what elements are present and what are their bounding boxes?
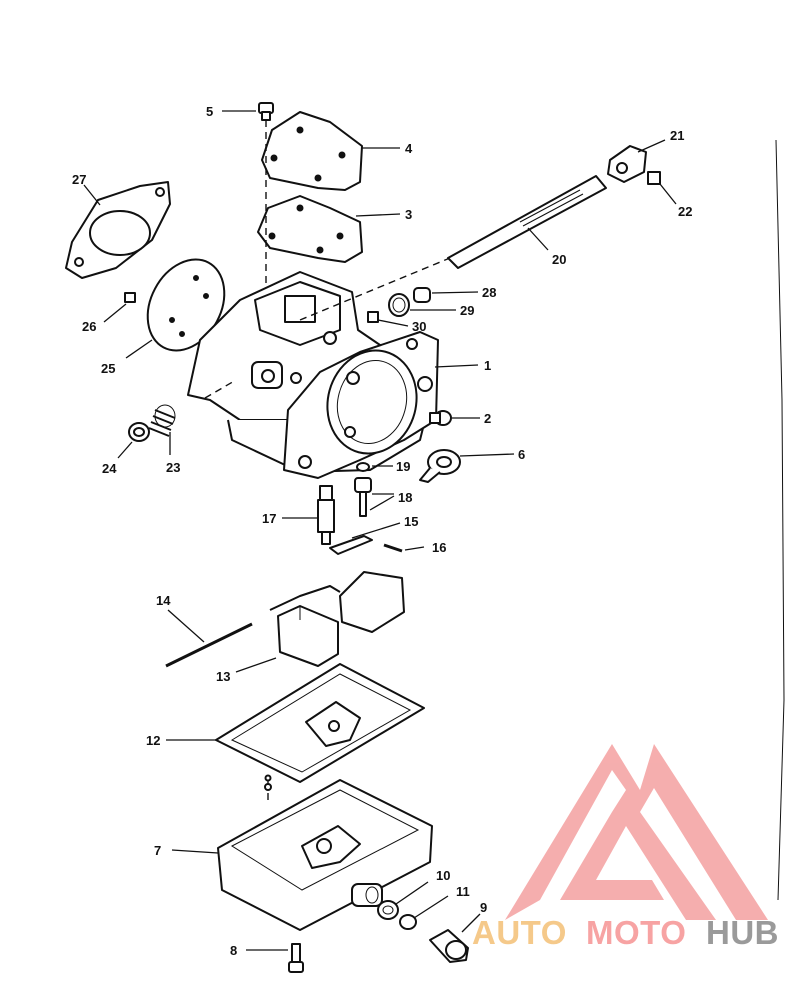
callout-22: 22 — [678, 204, 692, 219]
part-bowl-spring — [264, 774, 272, 791]
part-27-flange-gasket — [65, 181, 171, 279]
part-22-screw — [647, 171, 677, 205]
callout-23: 23 — [166, 460, 180, 475]
callout-30: 30 — [412, 319, 426, 334]
watermark-text-auto: AUTO — [472, 914, 567, 951]
callout-27: 27 — [72, 172, 86, 187]
callout-9: 9 — [480, 900, 487, 915]
callout-2: 2 — [484, 411, 491, 426]
part-13-float — [235, 571, 405, 673]
part-2-screw — [429, 410, 480, 426]
callout-4: 4 — [405, 141, 413, 156]
watermark-text-moto: MOTO — [586, 914, 686, 951]
part-29-o-ring — [388, 293, 456, 317]
part-7-float-bowl — [171, 779, 433, 931]
part-28-plug — [413, 287, 479, 303]
part-21-collar — [607, 139, 666, 183]
part-19-washer — [356, 462, 393, 472]
callout-14: 14 — [156, 593, 171, 608]
callout-6: 6 — [518, 447, 525, 462]
callout-7: 7 — [154, 843, 161, 858]
callout-1: 1 — [484, 358, 491, 373]
watermark-text: AUTO MOTO HUB — [472, 914, 779, 951]
watermark-logo — [505, 744, 768, 920]
part-15-float-arm — [329, 522, 401, 555]
callout-19: 19 — [396, 459, 410, 474]
part-26-screw — [103, 292, 136, 323]
part-11-gasket — [399, 895, 449, 930]
callout-24: 24 — [102, 461, 117, 476]
alignment-line-diaphragm — [204, 379, 237, 399]
callout-11: 11 — [456, 884, 470, 899]
callout-18: 18 — [398, 490, 412, 505]
part-4-cover-plate — [261, 111, 400, 191]
callout-10: 10 — [436, 868, 450, 883]
callout-20: 20 — [552, 252, 566, 267]
part-6-throttle-lever — [419, 449, 515, 483]
part-9-drain-plug — [429, 913, 481, 963]
part-20-throttle-shaft — [447, 175, 607, 269]
callout-25: 25 — [101, 361, 115, 376]
part-8-screw — [246, 943, 304, 973]
watermark-logo-mark — [505, 744, 768, 920]
callout-17: 17 — [262, 511, 276, 526]
part-3-gasket — [257, 195, 401, 263]
watermark-text-hub: HUB — [706, 914, 779, 951]
callout-3: 3 — [405, 207, 412, 222]
part-16-pin — [383, 543, 425, 553]
part-25-diaphragm — [125, 258, 226, 359]
callout-28: 28 — [482, 285, 496, 300]
part-10-washer — [377, 881, 429, 920]
callout-21: 21 — [670, 128, 684, 143]
part-14-hinge-pin — [165, 609, 253, 668]
part-24-nut — [117, 422, 150, 459]
scan-edge-line — [775, 139, 785, 901]
callout-5: 5 — [206, 104, 213, 119]
part-5-screw — [222, 102, 274, 121]
callout-8: 8 — [230, 943, 237, 958]
callout-29: 29 — [460, 303, 474, 318]
callout-15: 15 — [404, 514, 418, 529]
callout-26: 26 — [82, 319, 96, 334]
part-17-main-jet — [282, 485, 335, 545]
part-18-needle-valve — [354, 477, 395, 517]
callout-16: 16 — [432, 540, 446, 555]
callout-12: 12 — [146, 733, 160, 748]
part-23-spring — [148, 404, 176, 455]
part-12-bowl-gasket — [166, 663, 425, 783]
alignment-line-shaft — [299, 257, 451, 321]
callout-13: 13 — [216, 669, 230, 684]
callout-labels: 1 2 3 4 5 6 7 8 9 10 11 12 13 14 15 16 1… — [72, 104, 692, 958]
part-1-carburetor-body — [187, 271, 479, 479]
part-30-jet — [367, 311, 409, 327]
